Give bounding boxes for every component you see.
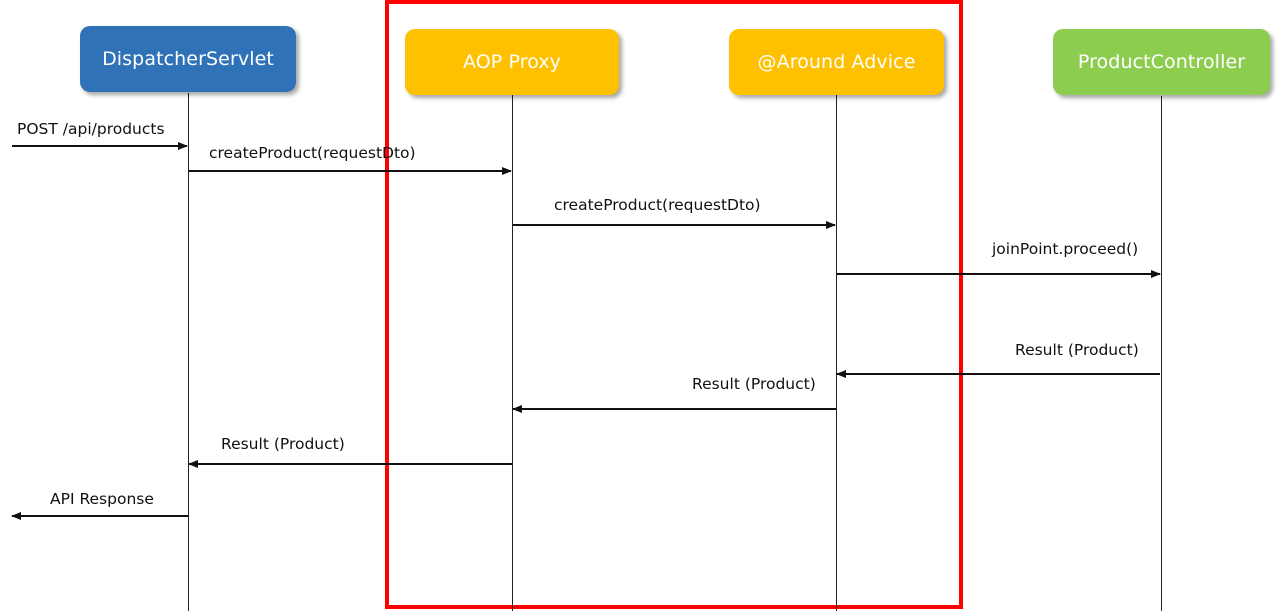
message-label-api-response: API Response: [50, 490, 154, 508]
message-label-result-proxy: Result (Product): [221, 435, 345, 453]
message-label-create-product-1: createProduct(requestDto): [209, 144, 416, 162]
lifeline-advice: [836, 95, 837, 611]
message-label-post-request: POST /api/products: [17, 120, 165, 138]
message-label-result-controller: Result (Product): [1015, 341, 1139, 359]
message-label-join-point-proceed: joinPoint.proceed(): [992, 240, 1139, 258]
lifeline-proxy: [512, 95, 513, 611]
participant-aop-proxy: AOP Proxy: [405, 29, 619, 95]
lifeline-dispatcher: [188, 93, 189, 611]
aop-highlight-frame: [385, 0, 963, 609]
message-label-create-product-2: createProduct(requestDto): [554, 196, 761, 214]
message-label-result-advice: Result (Product): [692, 375, 816, 393]
participant-product-controller: ProductController: [1053, 29, 1270, 95]
participant-around-advice: @Around Advice: [729, 29, 944, 95]
lifeline-controller: [1161, 96, 1162, 611]
participant-dispatcher-servlet: DispatcherServlet: [80, 26, 296, 92]
